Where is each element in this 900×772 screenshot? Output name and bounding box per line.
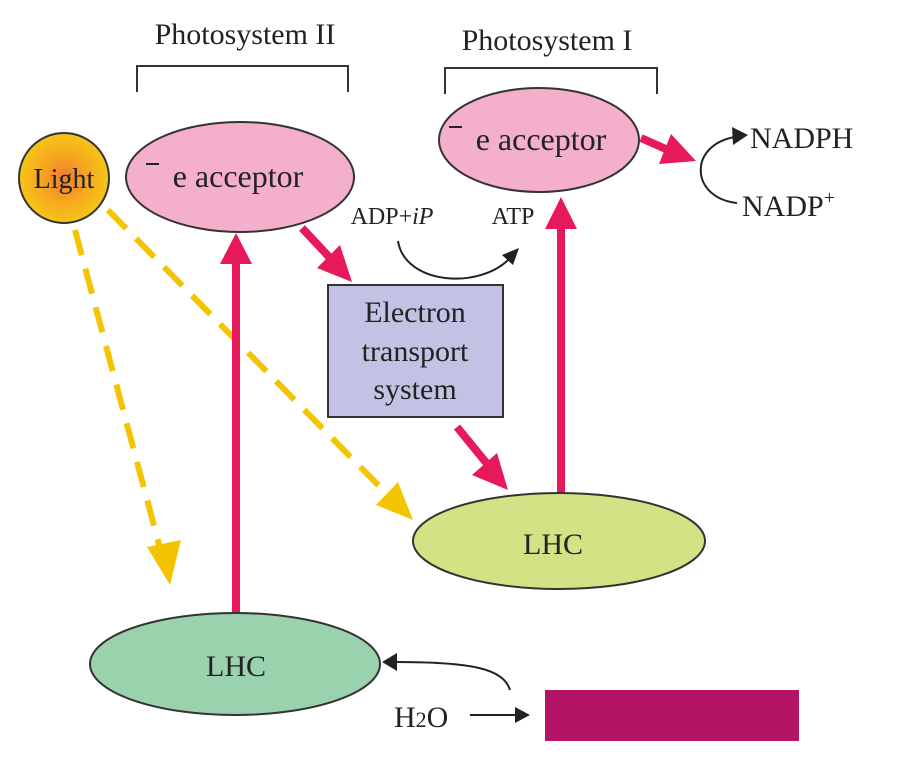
arrow-lhc-ps2-to-ps2-acceptor — [220, 233, 252, 617]
nadph-label: NADPH — [750, 122, 853, 155]
ps1-electron-acceptor: e acceptor — [438, 87, 640, 193]
h2o-label: H2O — [394, 701, 448, 734]
lhc-photosystem-ii: LHC — [89, 612, 381, 716]
electron-transport-system: Electron transport system — [327, 284, 504, 418]
h2o-to-lhc-ps2-arrow — [382, 653, 511, 691]
ps2-acceptor-e: e — [173, 158, 187, 194]
h2o-to-block-arrow — [470, 707, 530, 723]
photosystem-i-bracket — [444, 67, 658, 94]
water-splitting-block — [545, 690, 799, 741]
svg-text:e acceptor: e acceptor — [476, 121, 607, 157]
adp-to-atp-arrow — [397, 240, 519, 280]
light-arrow-to-lhc-ps1 — [105, 207, 413, 520]
ps1-acceptor-e: e — [476, 121, 490, 157]
light-source: Light — [18, 132, 110, 224]
ets-line-1: Electron — [364, 296, 466, 329]
svg-text:e acceptor: e acceptor — [173, 158, 304, 194]
light-arrow-to-lhc-ps2 — [72, 229, 181, 585]
adp-label: ADP+iP — [351, 204, 434, 230]
lhc-ps2-label: LHC — [206, 650, 266, 683]
arrow-ets-to-lhc-ps1 — [453, 424, 508, 490]
arrow-lhc-ps1-to-ps1-acceptor — [545, 197, 577, 494]
atp-label: ATP — [492, 204, 535, 230]
ps2-acceptor-text: acceptor — [187, 158, 304, 194]
ets-line-2: transport — [362, 335, 469, 368]
lhc-ps1-label: LHC — [523, 528, 583, 561]
ets-line-3: system — [373, 373, 456, 406]
ps2-electron-acceptor: e acceptor — [125, 121, 355, 233]
arrow-ps2-acceptor-to-ets — [299, 225, 352, 282]
lhc-photosystem-i: LHC — [412, 492, 706, 590]
photosystem-ii-title: Photosystem II — [155, 18, 336, 51]
photosystem-i-title: Photosystem I — [462, 24, 633, 57]
light-label: Light — [34, 164, 95, 195]
nadp-plus-label: NADP+ — [742, 187, 835, 223]
nadp-to-nadph-arrow — [699, 127, 748, 204]
ps1-acceptor-text: acceptor — [490, 121, 607, 157]
arrow-ps1-acceptor-to-nadph — [639, 134, 696, 164]
photosystem-ii-bracket — [136, 65, 349, 92]
